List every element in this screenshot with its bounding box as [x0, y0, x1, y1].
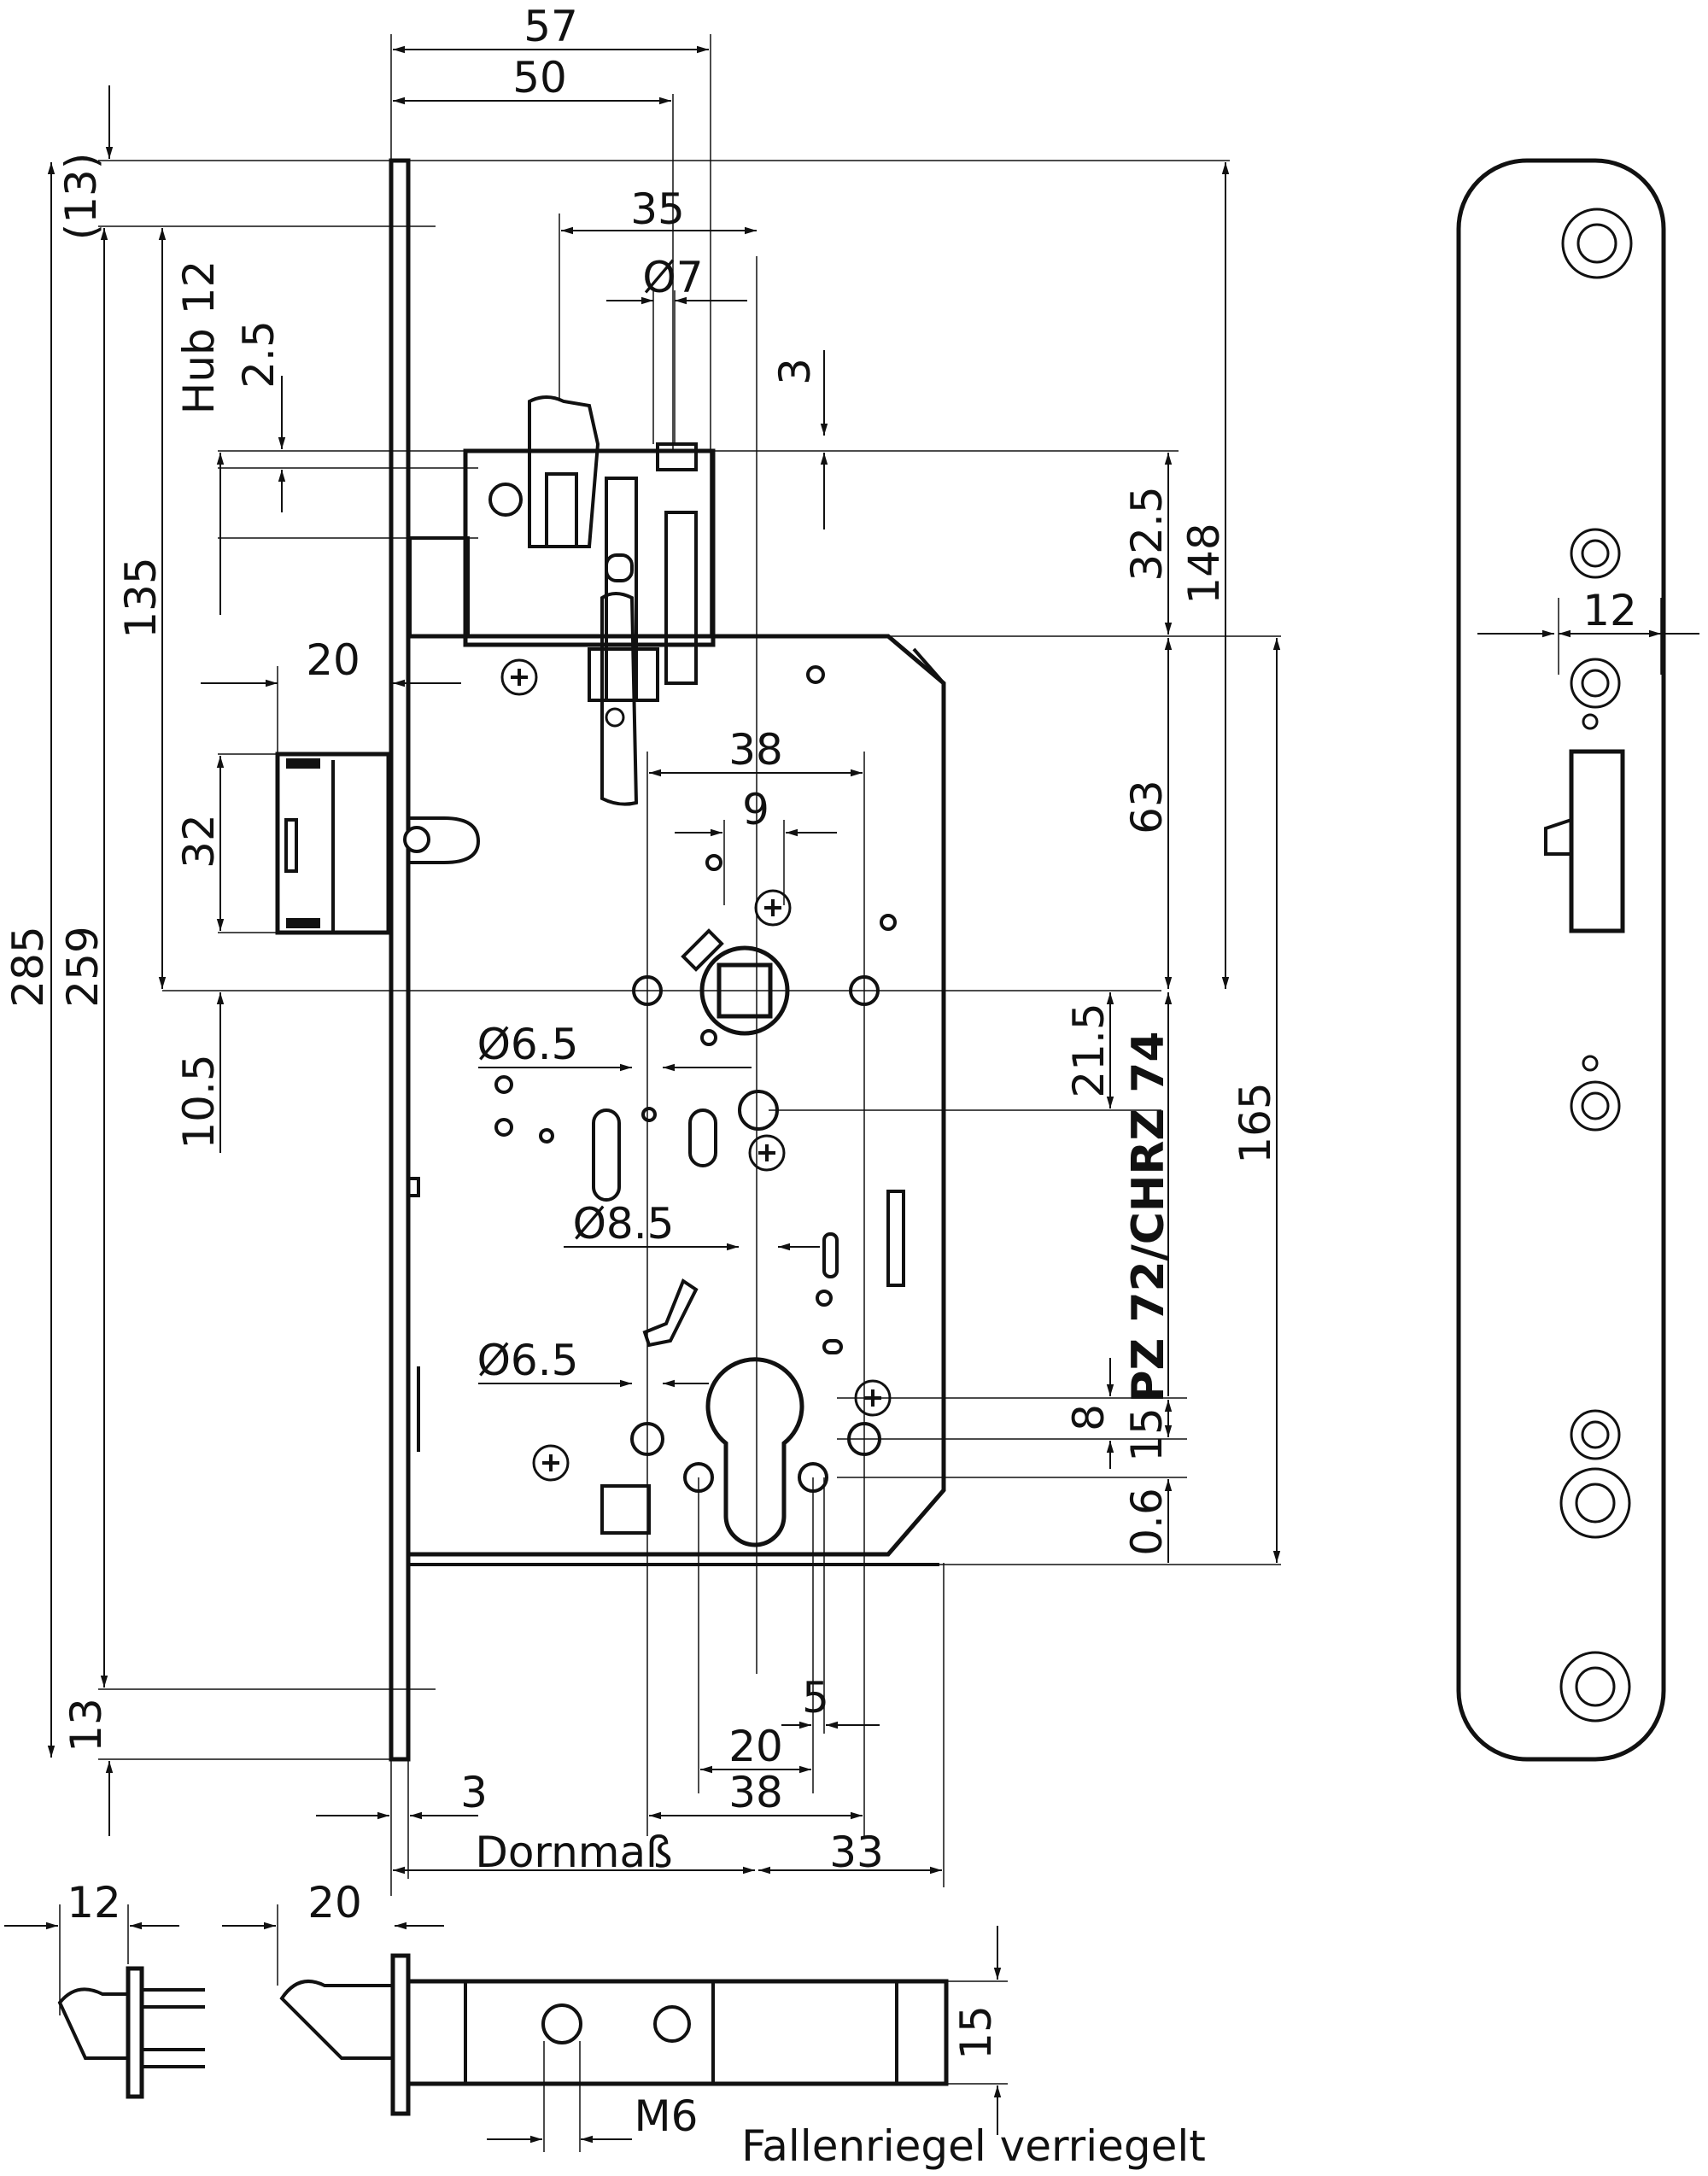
screw-icon — [500, 658, 538, 696]
extension-lines — [98, 34, 1281, 1896]
dim-20-latch: 20 — [306, 635, 360, 685]
bottom-caption: Fallenriegel verriegelt — [741, 2121, 1206, 2171]
screw-icon — [1570, 1409, 1621, 1460]
dim-2-5: 2.5 — [234, 320, 284, 389]
dim-259: 259 — [58, 926, 108, 1007]
screw-icon — [1559, 1467, 1631, 1539]
dim-38-bottom: 38 — [728, 1768, 783, 1817]
bottom-m6: M6 — [635, 2091, 699, 2141]
dim-33: 33 — [829, 1828, 884, 1877]
dim-3-top: 3 — [770, 358, 820, 385]
dim-13-top: (13) — [56, 153, 106, 241]
dim-57: 57 — [524, 2, 578, 51]
dim-15-right: 15 — [1122, 1407, 1172, 1462]
dim-7: Ø7 — [642, 253, 703, 302]
dim-3-bottom: 3 — [460, 1768, 488, 1817]
dim-10-5: 10.5 — [174, 1054, 224, 1149]
center-lines — [162, 256, 1161, 1674]
dim-32: 32 — [174, 814, 224, 869]
dim-8: 8 — [1064, 1404, 1114, 1431]
bottom-views: 12 20 15 M6 Fallenriegel verriegelt — [4, 1878, 1206, 2171]
model-label: PZ 72/CHRZ 74 — [1123, 1031, 1174, 1402]
dim-135: 135 — [116, 557, 166, 638]
latch-bolt — [275, 752, 481, 935]
screw-icon — [748, 1134, 786, 1172]
dim-6-5-b: Ø6.5 — [477, 1336, 579, 1385]
dim-35: 35 — [630, 184, 685, 234]
screw-icon — [1570, 1080, 1621, 1132]
case-features — [408, 665, 905, 1535]
screw-icon — [532, 1444, 570, 1482]
dim-8-5: Ø8.5 — [573, 1199, 675, 1249]
bottom-dim-15: 15 — [951, 2005, 1001, 2060]
faceplate-width-12: 12 — [1582, 586, 1637, 635]
dim-148: 148 — [1179, 523, 1229, 604]
screw-icon — [1570, 658, 1621, 709]
dim-38-top: 38 — [728, 725, 783, 775]
dim-32-5: 32.5 — [1122, 486, 1172, 581]
faceplate-side — [389, 158, 411, 1762]
dimension-lines — [47, 45, 1281, 1875]
dim-165: 165 — [1231, 1082, 1280, 1163]
dim-21-5: 21.5 — [1064, 1003, 1114, 1097]
dim-0-6: 0.6 — [1122, 1488, 1172, 1556]
dim-5: 5 — [802, 1673, 829, 1723]
dimension-labels: 57 50 35 Ø7 3 (13) Hub 12 2.5 135 285 25… — [3, 2, 1280, 1877]
dornmass-label: Dornmaß — [475, 1828, 672, 1877]
screw-icon — [754, 889, 792, 927]
bottom-dim-20: 20 — [307, 1878, 362, 1927]
screw-icon — [1561, 208, 1633, 279]
follower-spindle — [632, 928, 880, 1036]
dim-20-bottom: 20 — [728, 1722, 783, 1771]
dim-13-bottom: 13 — [61, 1698, 111, 1752]
dim-9: 9 — [742, 785, 769, 834]
dim-hub: Hub 12 — [174, 260, 224, 415]
faceplate-front-view: 12 — [1456, 158, 1699, 1762]
screw-icon — [1570, 528, 1621, 579]
dim-50: 50 — [512, 53, 567, 102]
cylinder-cutout — [630, 1357, 881, 1547]
dim-285: 285 — [3, 926, 53, 1007]
dim-6-5-a: Ø6.5 — [477, 1020, 579, 1069]
bottom-dim-12: 12 — [67, 1878, 121, 1927]
screw-icon — [1559, 1651, 1631, 1723]
dim-63: 63 — [1122, 780, 1172, 834]
latch-mechanism — [488, 395, 698, 806]
